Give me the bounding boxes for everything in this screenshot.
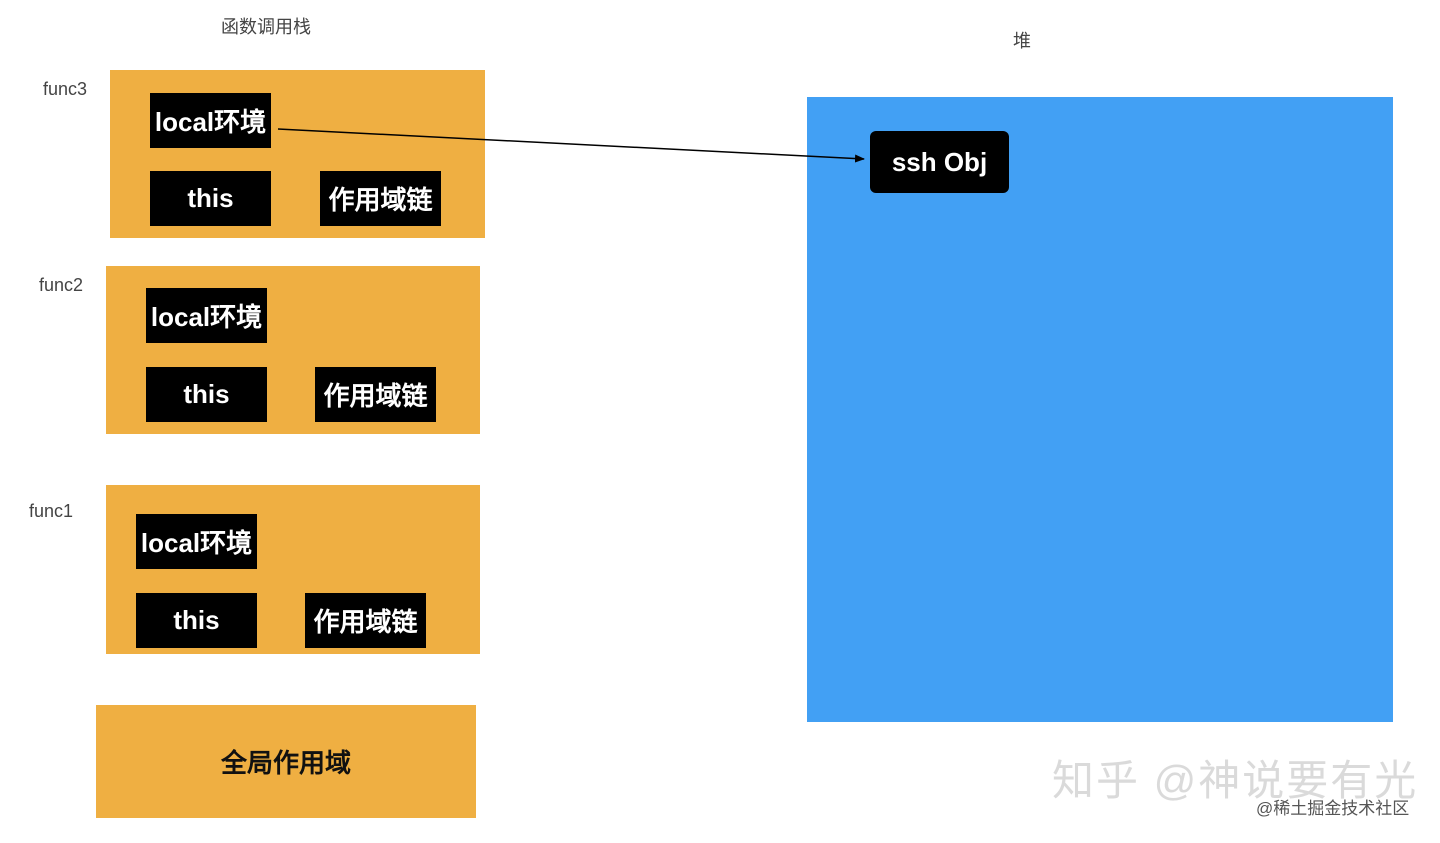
func1-scope-chain-box: 作用域链: [305, 593, 426, 648]
zhihu-watermark: 知乎 @神说要有光: [1052, 757, 1419, 804]
stack-title: 函数调用栈: [221, 17, 311, 37]
frame-label-func3: func3: [43, 79, 88, 99]
func2-scope-chain-box: 作用域链: [315, 367, 436, 422]
heap-area: [807, 97, 1393, 722]
func3-scope-chain-box: 作用域链: [320, 171, 441, 226]
heap-title: 堆: [1013, 31, 1031, 51]
func2-this-box: this: [146, 367, 267, 422]
global-scope-label: 全局作用域: [220, 748, 351, 778]
frame-label-func2: func2: [39, 275, 84, 295]
heap-object-box: ssh Obj: [870, 131, 1009, 193]
func1-this-box: this: [136, 593, 257, 648]
func3-local-env-box: local环境: [150, 93, 271, 148]
func1-local-env-box: local环境: [136, 514, 257, 569]
global-scope-frame: 全局作用域: [96, 705, 476, 818]
func2-local-env-box: local环境: [146, 288, 267, 343]
juejin-watermark: @稀土掘金技术社区: [1256, 799, 1410, 818]
func3-this-box: this: [150, 171, 271, 226]
frame-label-func1: func1: [29, 501, 74, 521]
